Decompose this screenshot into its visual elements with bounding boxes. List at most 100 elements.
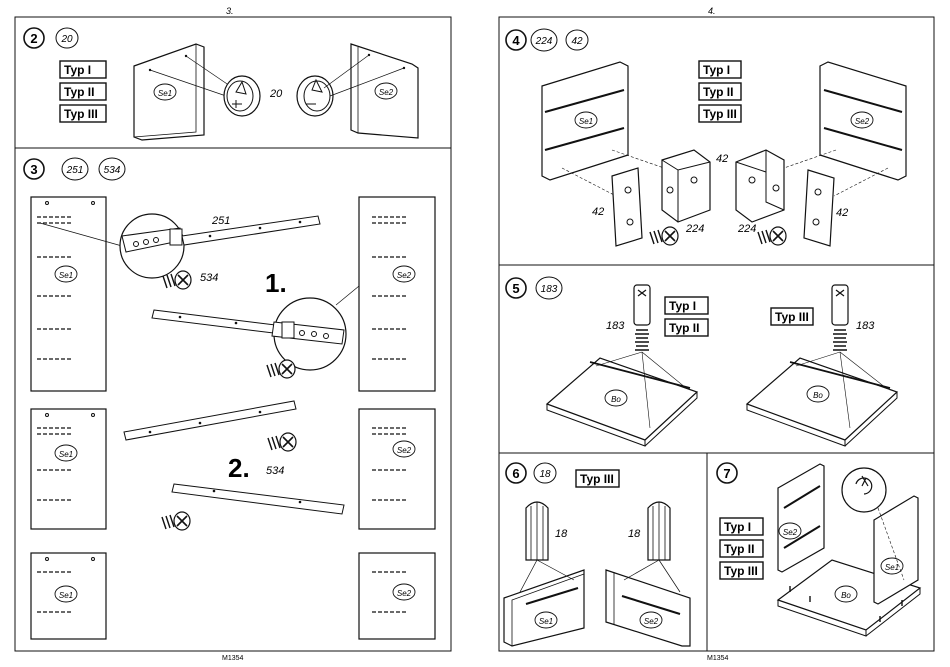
leveler-right <box>832 285 848 350</box>
panel-label: Se2 <box>644 617 659 626</box>
bracket-left <box>612 168 642 246</box>
footer-code-left: M1354 <box>222 655 244 662</box>
screw-icon <box>162 512 190 530</box>
callout: 20 <box>269 88 283 100</box>
panel-se1: Se1 <box>542 62 664 196</box>
panel-label: Se1 <box>885 563 899 572</box>
step-number: 4 <box>512 33 520 48</box>
screw-icon <box>758 227 786 245</box>
part-number: 183 <box>541 284 558 295</box>
cam-lock-right <box>297 76 333 116</box>
screw-icon <box>267 360 295 378</box>
step-number: 7 <box>723 466 730 481</box>
dowel-left <box>526 502 548 560</box>
callout: 42 <box>716 153 728 165</box>
screw-icon <box>268 433 296 451</box>
panel-se1-mid: Se1 <box>31 409 106 529</box>
panel-label: Se2 <box>855 117 870 126</box>
rail-251-top <box>182 216 320 245</box>
leveler-left <box>634 285 650 350</box>
panel-label: Se1 <box>158 89 172 98</box>
step-4: 4 224 42 Typ I Typ II Typ III Se1 42 <box>506 29 906 246</box>
rail-lower-2 <box>172 484 344 514</box>
panel-label: Se2 <box>397 446 412 455</box>
panel-se1: Se1 <box>134 44 236 140</box>
type-label: Typ II <box>669 321 699 335</box>
bottom-panel-right: Bo <box>747 352 897 446</box>
screw-icon <box>650 227 678 245</box>
type-label: Typ II <box>703 85 733 99</box>
page-number-right: 4. <box>708 6 716 16</box>
step-number: 3 <box>30 162 37 177</box>
panel-label: Se2 <box>379 88 394 97</box>
callout: 18 <box>555 528 568 540</box>
callout: 183 <box>856 320 875 332</box>
type-label: Typ II <box>724 542 754 556</box>
step-number: 5 <box>512 281 519 296</box>
type-label: Typ III <box>775 310 809 324</box>
assembly: Se2 Bo Se1 <box>778 464 920 636</box>
callout: 224 <box>685 223 704 235</box>
step-5: 5 183 Typ I Typ II Typ III 183 Bo <box>506 277 897 446</box>
panel-label: Se1 <box>59 271 73 280</box>
corner-bracket-left <box>662 150 710 222</box>
callout: 534 <box>266 465 284 477</box>
panel-se2: Se2 <box>606 560 690 646</box>
detail-circle <box>842 468 886 512</box>
step-2: 2 20 Typ I Typ II Typ III Se1 20 <box>24 28 418 140</box>
panel-label: Se1 <box>539 617 553 626</box>
detail-circle-1 <box>120 214 184 278</box>
cam-lock-left <box>224 76 260 116</box>
part-number: 251 <box>66 165 84 176</box>
callout: 42 <box>592 206 604 218</box>
panel-label: Se2 <box>783 528 798 537</box>
panel-se2: Se2 <box>324 44 418 138</box>
bottom-panel-left: Bo <box>547 352 697 446</box>
type-label: Typ III <box>580 472 614 486</box>
panel-se2-mid: Se2 <box>359 409 435 529</box>
type-label: Typ I <box>669 299 696 313</box>
step-3: 3 251 534 Se1 251 534 1. <box>24 158 435 639</box>
callout: 18 <box>628 528 641 540</box>
type-label: Typ I <box>64 63 91 77</box>
part-number: 18 <box>539 469 551 480</box>
panel-label: Se2 <box>397 271 412 280</box>
panel-se1-tall: Se1 <box>31 197 122 391</box>
panel-label: Se1 <box>59 450 73 459</box>
callout: 224 <box>737 223 756 235</box>
part-number: 534 <box>104 165 121 176</box>
sub-step-1: 1. <box>265 268 287 298</box>
panel-se1-bottom: Se1 <box>31 553 106 639</box>
step-7: 7 Typ I Typ II Typ III Se2 Bo Se1 <box>717 463 920 636</box>
part-number: 42 <box>571 36 583 47</box>
type-label: Typ III <box>703 107 737 121</box>
panel-label: Se1 <box>579 117 593 126</box>
page-number-left: 3. <box>226 6 234 16</box>
step-number: 6 <box>512 466 519 481</box>
part-number: 224 <box>535 36 553 47</box>
rail-lower-1 <box>124 401 296 440</box>
step-number: 2 <box>30 31 37 46</box>
panel-se2-tall: Se2 <box>359 197 435 391</box>
type-label: Typ I <box>703 63 730 77</box>
dowel-right <box>648 502 670 560</box>
panel-se2: Se2 <box>784 62 906 196</box>
callout: 183 <box>606 320 625 332</box>
panel-label: Se2 <box>397 589 412 598</box>
sub-step-2: 2. <box>228 453 250 483</box>
part-number: 20 <box>60 34 73 45</box>
callout: 42 <box>836 207 848 219</box>
type-label: Typ I <box>724 520 751 534</box>
panel-se2-bottom: Se2 <box>359 553 435 639</box>
type-label: Typ III <box>724 564 758 578</box>
bracket-right <box>804 170 834 246</box>
panel-label: Se1 <box>59 591 73 600</box>
panel-se1: Se1 <box>504 560 584 646</box>
callout: 251 <box>211 215 230 227</box>
footer-code-right: M1354 <box>707 655 729 662</box>
panel-label: Bo <box>841 591 851 600</box>
panel-label: Bo <box>813 391 823 400</box>
type-label: Typ II <box>64 85 94 99</box>
type-label: Typ III <box>64 107 98 121</box>
